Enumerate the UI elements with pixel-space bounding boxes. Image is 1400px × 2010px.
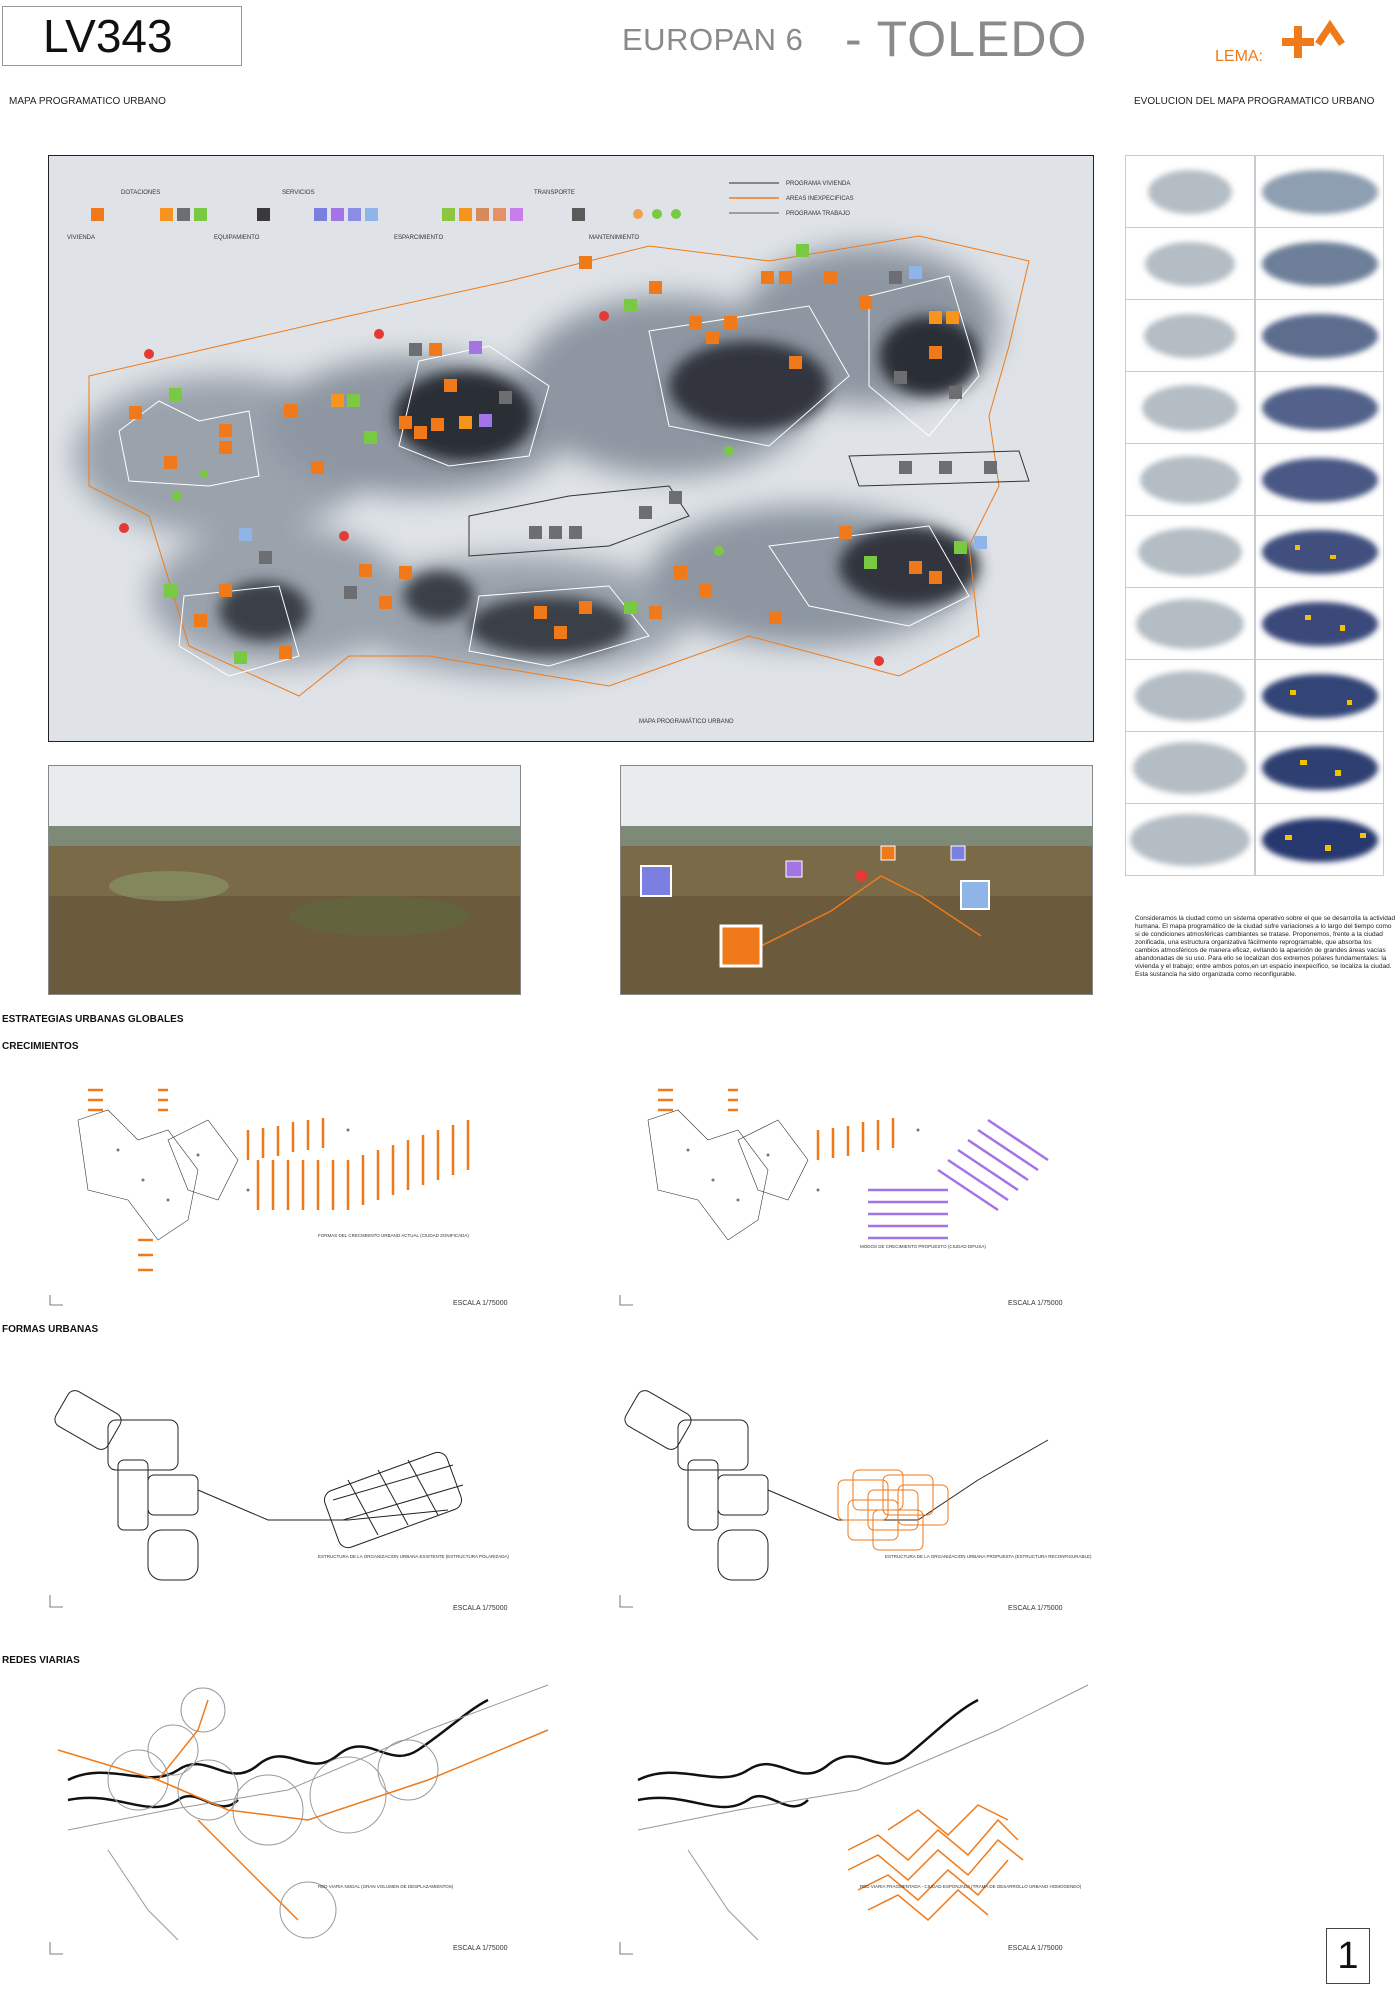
legend: DOTACIONES SERVICIOS TRANSPORTE VIVIENDA… [67,181,854,241]
svg-text:AREAS INEXPECIFICAS: AREAS INEXPECIFICAS [786,196,854,202]
competition-name: EUROPAN 6 [622,22,804,57]
growth-right-caption: MODOS DE CRECIMIENTO PROPUESTO (CIUDAD D… [860,1244,986,1249]
evolution-drawings [1125,155,1384,876]
city-title: - TOLEDO [845,11,1088,67]
svg-text:ESPARCIMIENTO: ESPARCIMIENTO [394,235,443,241]
scale-label: ESCALA 1/75000 [1008,1300,1063,1307]
svg-text:PROGRAMA VIVIENDA: PROGRAMA VIVIENDA [786,181,850,187]
program-map-drawing: DOTACIONES SERVICIOS TRANSPORTE VIVIENDA… [67,181,1030,725]
site-photo-annotated [620,765,1093,995]
lema-label: LEMA: [1215,48,1264,65]
roads-left-caption: RED VIARIA NODAL (GRAN VOLUMEN DE DESPLA… [318,1884,454,1889]
project-code: LV343 [2,6,242,66]
road-network-diagrams [49,1684,1089,1955]
svg-text:EQUIPAMIENTO: EQUIPAMIENTO [214,235,260,241]
evolution-title: EVOLUCION DEL MAPA PROGRAMATICO URBANO [1134,96,1375,107]
scale-label: ESCALA 1/75000 [453,1605,508,1612]
program-map: DOTACIONES SERVICIOS TRANSPORTE VIVIENDA… [48,155,1094,742]
scale-label: ESCALA 1/75000 [453,1945,508,1952]
road-networks-heading: REDES VIARIAS [2,1655,80,1666]
forms-right-caption: ESTRUCTURA DE LA ORGANIZACION URBANA PRO… [885,1554,1092,1559]
growth-heading: CRECIMIENTOS [2,1041,79,1052]
site-photo [48,765,521,995]
svg-text:DOTACIONES: DOTACIONES [121,190,160,196]
program-icons [119,244,997,666]
svg-text:VIVIENDA: VIVIENDA [67,235,95,241]
scale-label: ESCALA 1/75000 [453,1300,508,1307]
map-title: MAPA PROGRAMATICO URBANO [9,96,166,107]
svg-text:MANTENIMIENTO: MANTENIMIENTO [589,235,640,241]
svg-text:SERVICIOS: SERVICIOS [282,190,315,196]
forms-left-caption: ESTRUCTURA DE LA ORGANIZACION URBANA EXI… [318,1554,510,1559]
roads-right-caption: RED VIARIA FRAGMENTADA - CIUDAD ESPONJAD… [860,1884,1082,1889]
growth-diagrams [49,1088,1049,1306]
growth-left-caption: FORMAS DEL CRECIMIENTO URBANO ACTUAL (CI… [318,1233,469,1238]
concept-description: Consideramos la ciudad como un sistema o… [1135,915,1396,978]
urban-forms-diagrams [49,1390,1049,1608]
plus-caret-logo [1282,19,1345,58]
svg-text:PROGRAMA TRABAJO: PROGRAMA TRABAJO [786,211,850,217]
global-strategies-heading: ESTRATEGIAS URBANAS GLOBALES [2,1014,184,1025]
scale-label: ESCALA 1/75000 [1008,1945,1063,1952]
svg-text:TRANSPORTE: TRANSPORTE [534,190,575,196]
page-number: 1 [1326,1928,1370,1984]
map-caption: MAPA PROGRAMÁTICO URBANO [639,718,734,725]
scale-label: ESCALA 1/75000 [1008,1605,1063,1612]
urban-forms-heading: FORMAS URBANAS [2,1324,99,1335]
evolution-grid [1125,155,1384,880]
